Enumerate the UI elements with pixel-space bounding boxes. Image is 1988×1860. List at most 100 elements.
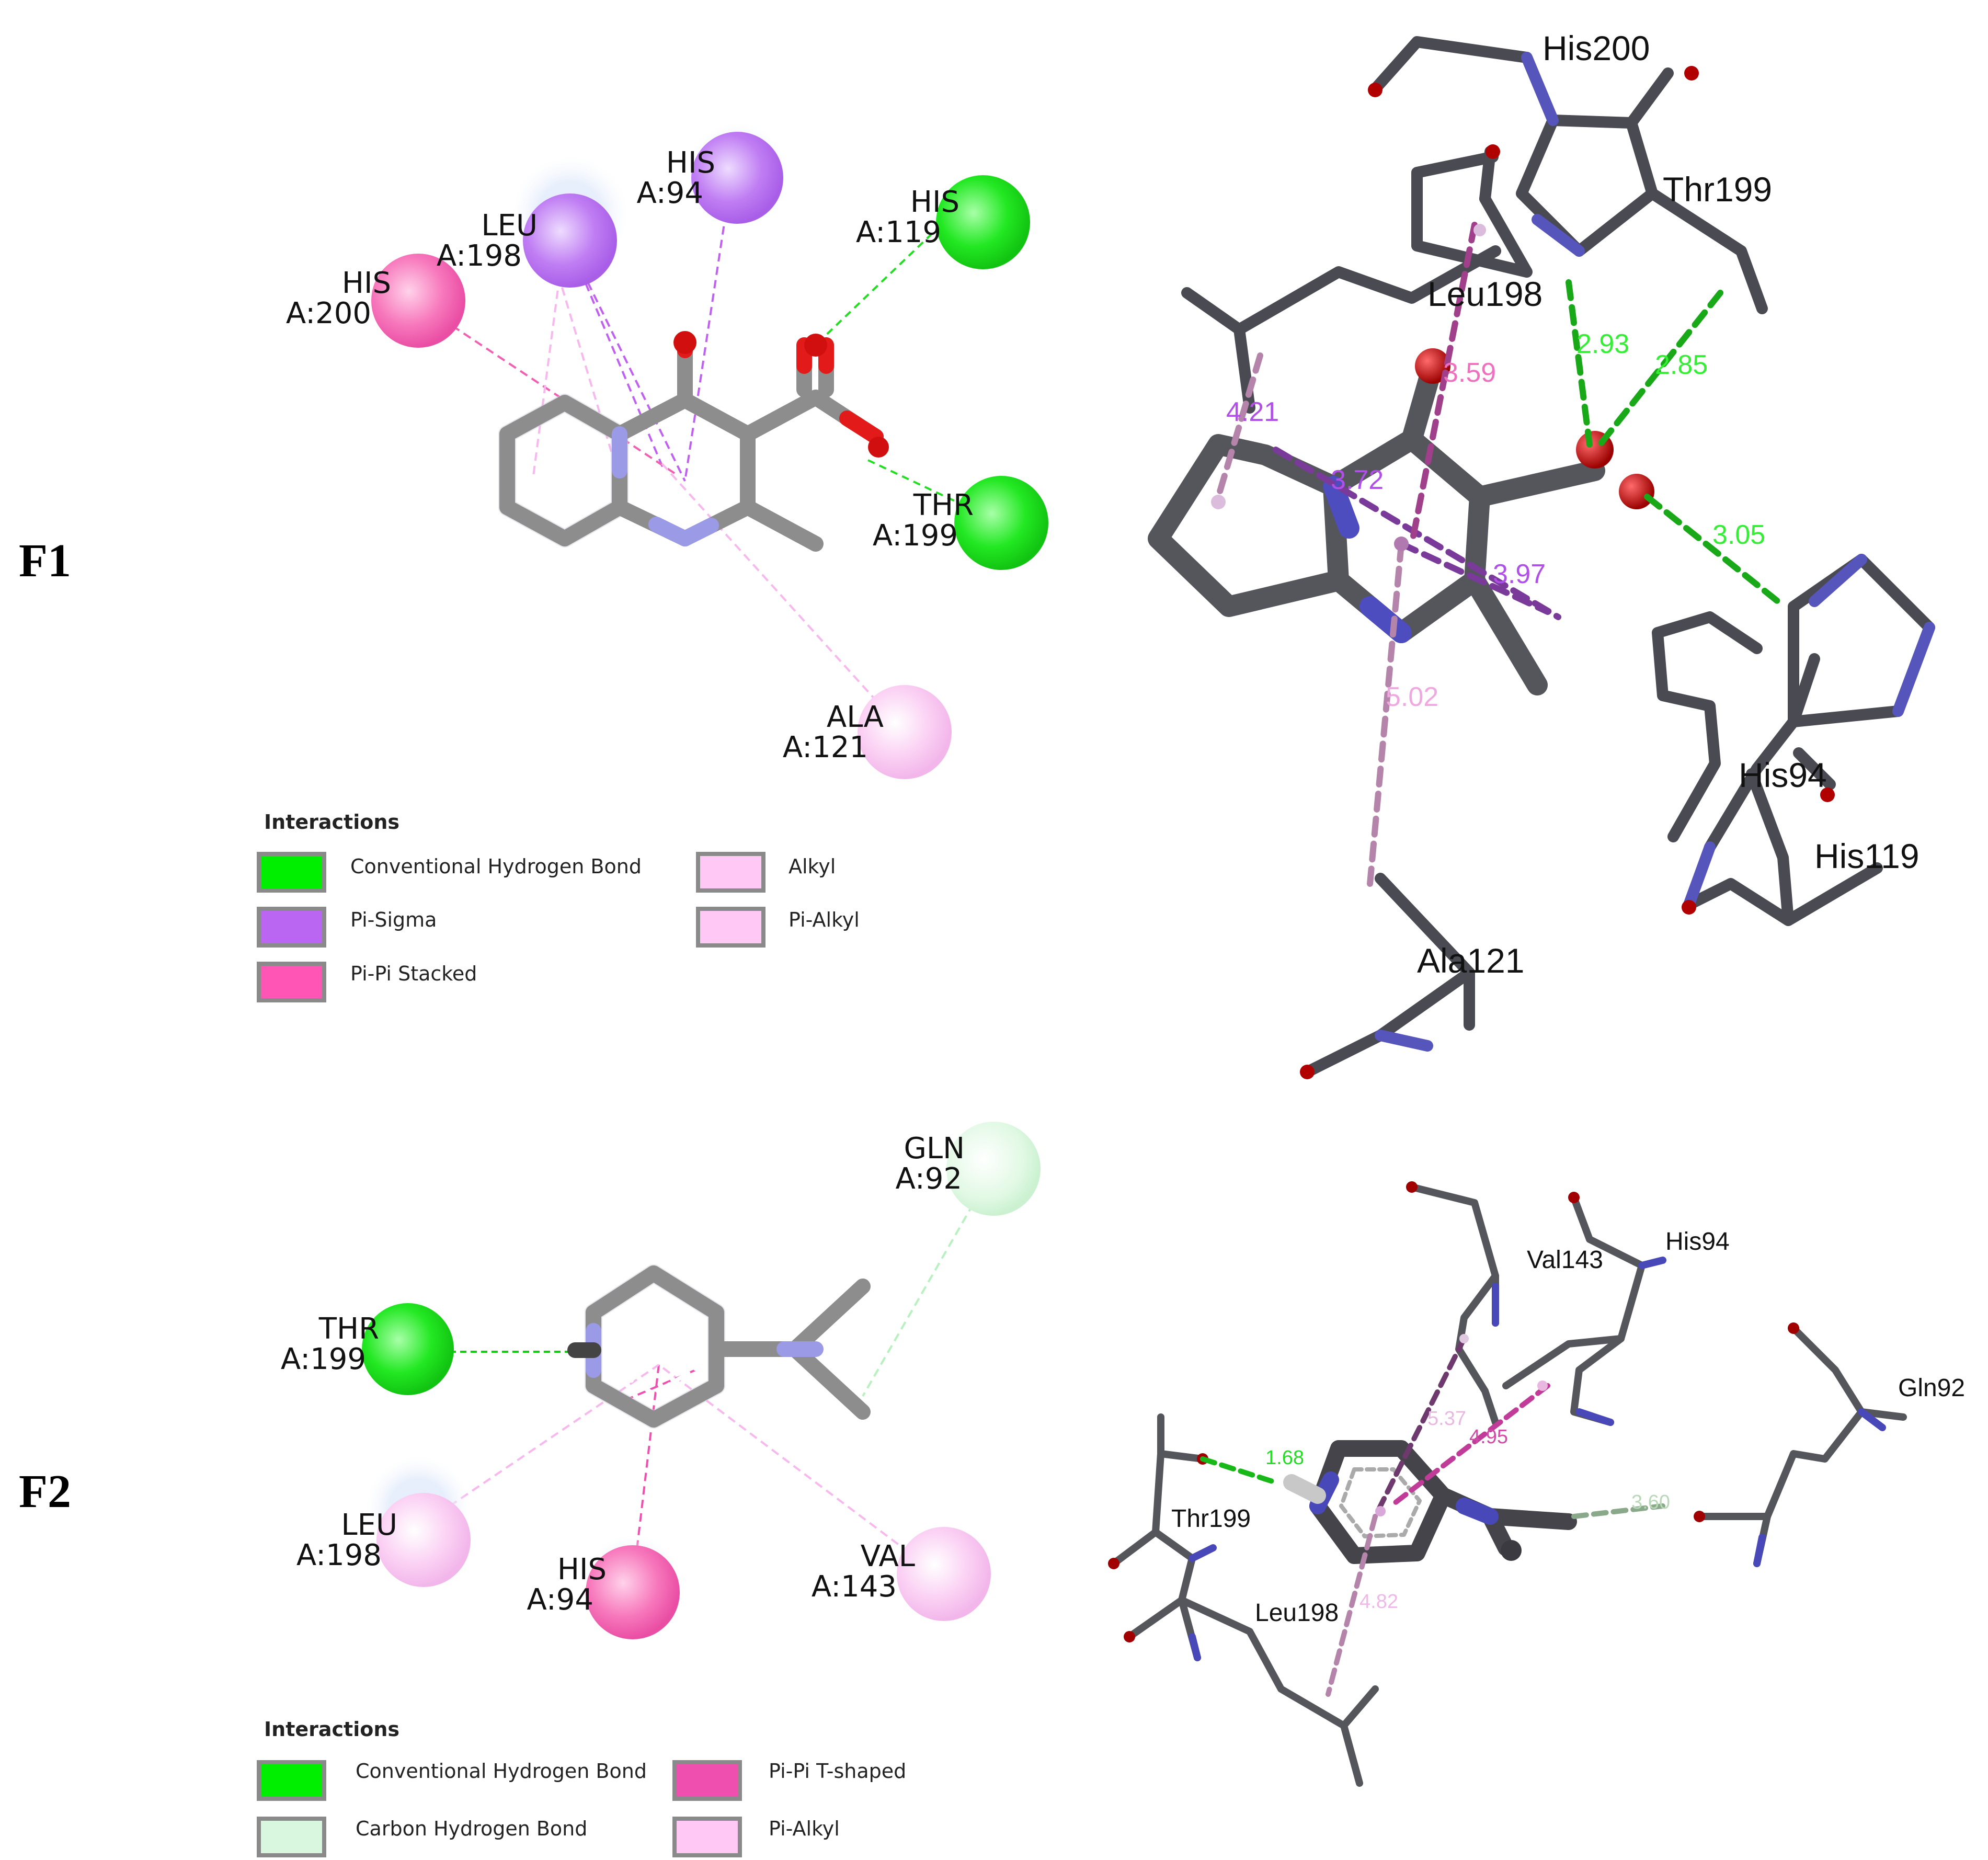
f1-label-his94-id: A:94 <box>637 176 703 210</box>
f1-legend-label-pi-alkyl: Pi-Alkyl <box>789 908 860 931</box>
f2-label-val143-name: VAL <box>861 1539 915 1573</box>
f1-label-his200-id: A:200 <box>286 296 371 330</box>
f2-dist-1-68: 1.68 <box>1265 1447 1304 1469</box>
f1-dist-3-97: 3.97 <box>1493 559 1546 589</box>
f2-3d-label-gln92: Gln92 <box>1898 1374 1965 1402</box>
f2-legend-label-pi-pi-t-shaped: Pi-Pi T-shaped <box>769 1760 906 1783</box>
val143-sphere <box>897 1527 991 1621</box>
f1-3d-label-leu198: Leu198 <box>1427 275 1543 313</box>
f1-ligand-structure <box>498 331 889 552</box>
f2-dist-5-37: 5.37 <box>1427 1408 1466 1430</box>
f1-legend-item-pi-alkyl: Pi-Alkyl <box>696 907 860 948</box>
f1-label-leu198-name: LEU <box>481 209 538 243</box>
f2-legend-item-carbon-hbond: Carbon Hydrogen Bond <box>257 1817 587 1857</box>
f2-legend-label-conventional-hbond: Conventional Hydrogen Bond <box>356 1760 647 1783</box>
f2-legend-swatch-pi-pi-t-shaped <box>672 1760 742 1801</box>
f1-legend-item-pi-pi-stacked: Pi-Pi Stacked <box>257 962 477 1002</box>
f1-dist-5-02: 5.02 <box>1386 682 1438 712</box>
f1-3d-label-his94: His94 <box>1739 756 1827 794</box>
f1-legend-label-pi-pi-stacked: Pi-Pi Stacked <box>350 962 477 985</box>
f1-protein-oxygens <box>1300 66 1835 1079</box>
f2-legend-label-carbon-hbond: Carbon Hydrogen Bond <box>356 1817 587 1840</box>
panel-label-f1: F1 <box>19 535 71 587</box>
f2-protein-nitrogens <box>1189 1257 1886 1661</box>
f1-legend-swatch-conventional-hbond <box>257 852 326 893</box>
f2-legend-item-conventional-hbond: Conventional Hydrogen Bond <box>257 1760 647 1801</box>
f1-label-his119-name: HIS <box>910 185 959 219</box>
f2-label-his94-name: HIS <box>557 1553 607 1587</box>
f1-label-leu198-id: A:198 <box>437 239 522 273</box>
f2-label-gln92-id: A:92 <box>896 1162 962 1196</box>
f1-3d-interactions <box>1215 222 1781 887</box>
f1-legend-item-alkyl: Alkyl <box>696 852 836 893</box>
f2-dist-3-60: 3.60 <box>1631 1491 1670 1513</box>
f2-label-leu198-name: LEU <box>341 1508 397 1542</box>
f2-3d-labels: Val143 His94 Gln92 Thr199 Leu198 1.68 3.… <box>1171 1228 1965 1627</box>
f1-legend-item-conventional-hbond: Conventional Hydrogen Bond <box>257 852 642 893</box>
f1-legend-label-conventional-hbond: Conventional Hydrogen Bond <box>350 855 642 878</box>
f1-legend-title: Interactions <box>264 811 399 834</box>
panel-label-f2: F2 <box>19 1466 71 1517</box>
f2-legend-label-pi-alkyl: Pi-Alkyl <box>769 1817 840 1840</box>
his200-sphere <box>371 254 465 348</box>
f2-dist-4-82: 4.82 <box>1359 1591 1398 1613</box>
f1-label-thr199-id: A:199 <box>873 519 958 553</box>
his94-sphere <box>691 132 783 224</box>
f2-legend: Interactions Conventional Hydrogen Bond … <box>257 1718 906 1857</box>
f2-3d-ligand <box>1283 1440 1577 1564</box>
f1-legend-label-pi-sigma: Pi-Sigma <box>350 908 437 931</box>
f2-dist-4-95: 4.95 <box>1469 1426 1508 1448</box>
f2-label-gln92-name: GLN <box>904 1132 965 1166</box>
f1-3d-binding-view <box>1148 36 1935 1079</box>
gln92-sphere <box>946 1122 1041 1216</box>
f2-3d-label-his94: His94 <box>1665 1228 1730 1256</box>
f2-3d-label-val143: Val143 <box>1527 1246 1603 1274</box>
f2-legend-item-pi-alkyl: Pi-Alkyl <box>672 1817 840 1857</box>
f2-3d-interactions <box>1200 1336 1665 1697</box>
f1-legend-swatch-pi-sigma <box>257 907 326 948</box>
f1-legend-swatch-pi-pi-stacked <box>257 962 326 1002</box>
his94-sphere <box>586 1545 680 1639</box>
f1-protein-sticks <box>1181 36 1935 1078</box>
f2-ligand-structure <box>567 1264 871 1429</box>
f1-dist-2-93: 2.93 <box>1576 329 1629 359</box>
leu198-sphere <box>523 193 617 288</box>
f2-legend-item-pi-pi-t-shaped: Pi-Pi T-shaped <box>672 1760 906 1801</box>
f1-3d-labels: His200 Thr199 Leu198 His94 His119 Ala121… <box>1226 29 1920 980</box>
f2-label-val143-id: A:143 <box>812 1570 897 1604</box>
f1-label-ala121-name: ALA <box>827 700 884 734</box>
f1-legend-swatch-alkyl <box>696 852 766 893</box>
f2-label-thr199-id: A:199 <box>281 1342 366 1376</box>
f1-label-his94-name: HIS <box>666 146 715 180</box>
f1-3d-label-thr199: Thr199 <box>1663 170 1772 209</box>
leu198-sphere <box>376 1493 471 1587</box>
f1-legend-item-pi-sigma: Pi-Sigma <box>257 907 437 948</box>
f1-legend-label-alkyl: Alkyl <box>789 855 836 878</box>
f2-3d-binding-view <box>1108 1181 1907 1787</box>
f1-label-his119-id: A:119 <box>856 215 941 249</box>
f1-dist-3-59: 3.59 <box>1443 358 1496 388</box>
f2-label-his94-id: A:94 <box>527 1583 593 1617</box>
f1-3d-label-his119: His119 <box>1814 837 1920 875</box>
f1-legend-swatch-pi-alkyl <box>696 907 766 948</box>
f1-label-his200-name: HIS <box>342 266 391 300</box>
f2-legend-swatch-carbon-hbond <box>257 1817 326 1857</box>
f1-3d-label-his200: His200 <box>1543 29 1650 67</box>
f1-label-ala121-id: A:121 <box>783 731 868 764</box>
f2-label-leu198-id: A:198 <box>296 1538 382 1572</box>
f2-protein-oxygens <box>1108 1181 1799 1642</box>
f1-3d-label-ala121: Ala121 <box>1417 941 1525 980</box>
thr199-sphere <box>954 476 1048 570</box>
f2-3d-label-leu198: Leu198 <box>1255 1599 1339 1627</box>
